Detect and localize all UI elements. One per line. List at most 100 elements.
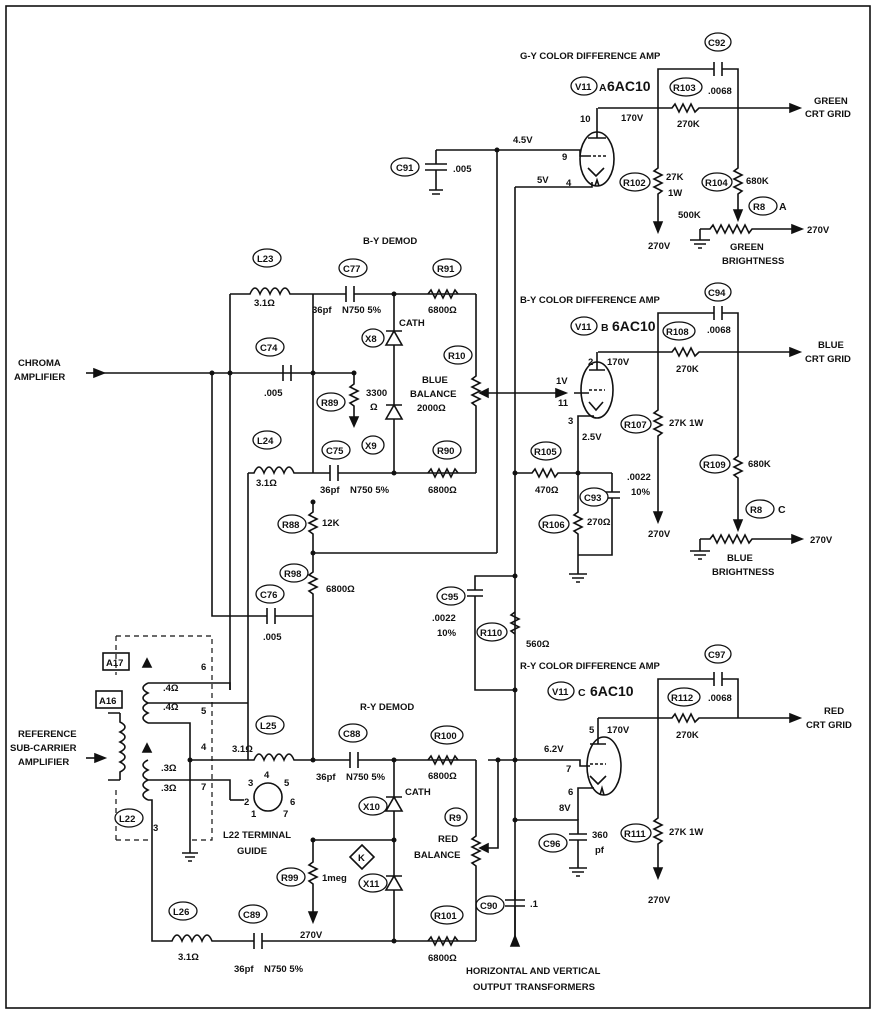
v170-by: 170V — [607, 357, 630, 368]
v62-grid: 6.2V — [544, 744, 564, 755]
r109-value: 680K — [748, 459, 771, 470]
tube-v11c-ref: V11 — [552, 687, 569, 698]
chroma-label-1: CHROMA — [18, 358, 61, 369]
c91-value: .005 — [453, 164, 472, 175]
tube-v11b-ref: V11 — [575, 322, 592, 333]
cath-by: CATH — [399, 318, 425, 329]
v1-grid: 1V — [556, 376, 568, 387]
tube-v11b-suffix: B — [601, 322, 609, 334]
ref-label-3: AMPLIFIER — [18, 757, 69, 768]
guide-pin-2: 2 — [244, 797, 249, 808]
v170-gy: 170V — [621, 113, 644, 124]
pin-b11: 11 — [558, 398, 569, 409]
l22-ref: L22 — [119, 814, 135, 825]
c88-ref: C88 — [343, 729, 360, 740]
c92-value: .0068 — [708, 86, 732, 97]
pin-g10: 10 — [580, 114, 591, 125]
pin-l6: 6 — [201, 662, 206, 673]
r10-value: 2000Ω — [417, 403, 446, 414]
chroma-label-2: AMPLIFIER — [14, 372, 65, 383]
by-amplifier-section: B-Y COLOR DIFFERENCE AMP V11 B 6AC10 C94… — [432, 282, 851, 693]
r104-ref: R104 — [705, 178, 728, 189]
pin-b3: 3 — [568, 416, 573, 427]
c75-value-2: N750 5% — [350, 485, 390, 496]
r104-value: 680K — [746, 176, 769, 187]
guide-pin-7: 7 — [283, 809, 288, 820]
r108-ref: R108 — [666, 327, 689, 338]
r89-value-2: Ω — [370, 402, 378, 413]
v45-grid: 4.5V — [513, 135, 533, 146]
c89-value-1: 36pf — [234, 964, 254, 975]
l22-b-value: .3Ω — [161, 783, 177, 794]
r102-ref: R102 — [623, 178, 646, 189]
tube-v11a-type: 6AC10 — [607, 78, 651, 94]
c94-value: .0068 — [707, 325, 731, 336]
by-amp-title: B-Y COLOR DIFFERENCE AMP — [520, 295, 661, 306]
tube-v11b-type: 6AC10 — [612, 318, 656, 334]
c95-value-1: .0022 — [432, 613, 456, 624]
v170-ry: 170V — [607, 725, 630, 736]
blue-balance-1: BLUE — [422, 375, 448, 386]
gy-amplifier-section: G-Y COLOR DIFFERENCE AMP V11 A 6AC10 C92… — [390, 32, 851, 940]
tube-v11c-suffix: C — [578, 687, 586, 699]
diagram-border — [5, 5, 871, 1009]
c95-value-2: 10% — [437, 628, 457, 639]
pin-r5: 5 — [589, 725, 595, 736]
r89-value-1: 3300 — [366, 388, 387, 399]
transformer-label-1: HORIZONTAL AND VERTICAL — [466, 966, 601, 977]
pin-b2: 2 — [588, 357, 593, 368]
c77-ref: C77 — [343, 264, 360, 275]
c90-value: .1 — [530, 899, 539, 910]
l23-value: 3.1Ω — [254, 298, 275, 309]
by-demodulator-section: B-Y DEMOD L23 3.1Ω C77 36pf N750 5% R91 … — [14, 236, 497, 760]
c96-value-2: pf — [595, 845, 605, 856]
v8-cathode: 8V — [559, 803, 571, 814]
r8b-pot-value: 500K — [678, 210, 701, 221]
v5-cathode: 5V — [537, 175, 549, 186]
r88-value: 12K — [322, 518, 340, 529]
v270-bb: 270V — [810, 535, 833, 546]
red-balance-1: RED — [438, 834, 458, 845]
c88-value-1: 36pf — [316, 772, 336, 783]
v270-ry: 270V — [648, 895, 671, 906]
l24-ref: L24 — [257, 436, 274, 447]
r8b-suffix: A — [779, 201, 787, 213]
pin-l5: 5 — [201, 706, 207, 717]
r108-value: 270K — [676, 364, 699, 375]
v270-gy: 270V — [648, 241, 671, 252]
l24-value: 3.1Ω — [256, 478, 277, 489]
c91-ref: C91 — [396, 163, 414, 174]
guide-pin-1: 1 — [251, 809, 257, 820]
terminal-guide-1: L22 TERMINAL — [223, 830, 291, 841]
r10-ref: R10 — [448, 351, 465, 362]
blue-balance-2: BALANCE — [410, 389, 456, 400]
c94-ref: C94 — [708, 288, 726, 299]
guide-pin-5: 5 — [284, 778, 290, 789]
green-crt-label-2: CRT GRID — [805, 109, 851, 120]
r8a-ref: R8 — [750, 505, 762, 516]
tube-v11a-ref: V11 — [575, 82, 592, 93]
c97-ref: C97 — [708, 650, 725, 661]
terminal-guide-2: GUIDE — [237, 846, 267, 857]
v25-cathode: 2.5V — [582, 432, 602, 443]
r110-value: 560Ω — [526, 639, 550, 650]
r8b-ref: R8 — [753, 202, 765, 213]
gy-amp-title: G-Y COLOR DIFFERENCE AMP — [520, 51, 661, 62]
pin-l3: 3 — [153, 823, 158, 834]
c93-value-2: 10% — [631, 487, 651, 498]
c89-value-2: N750 5% — [264, 964, 304, 975]
l22-transformer-section: A17 A16 REFERENCE SUB-CARRIER AMPLIFIER … — [10, 635, 295, 862]
blue-crt-label-1: BLUE — [818, 340, 844, 351]
r90-value: 6800Ω — [428, 485, 457, 496]
r102-value-1: 27K — [666, 172, 684, 183]
r89-ref: R89 — [321, 398, 338, 409]
c75-ref: C75 — [326, 446, 344, 457]
r107-ref: R107 — [624, 420, 647, 431]
ry-demod-title: R-Y DEMOD — [360, 702, 414, 713]
k-test-point: K — [358, 853, 365, 864]
green-crt-label-1: GREEN — [814, 96, 848, 107]
c93-value-1: .0022 — [627, 472, 651, 483]
x11-ref: X11 — [363, 879, 380, 890]
r9-ref: R9 — [449, 813, 461, 824]
